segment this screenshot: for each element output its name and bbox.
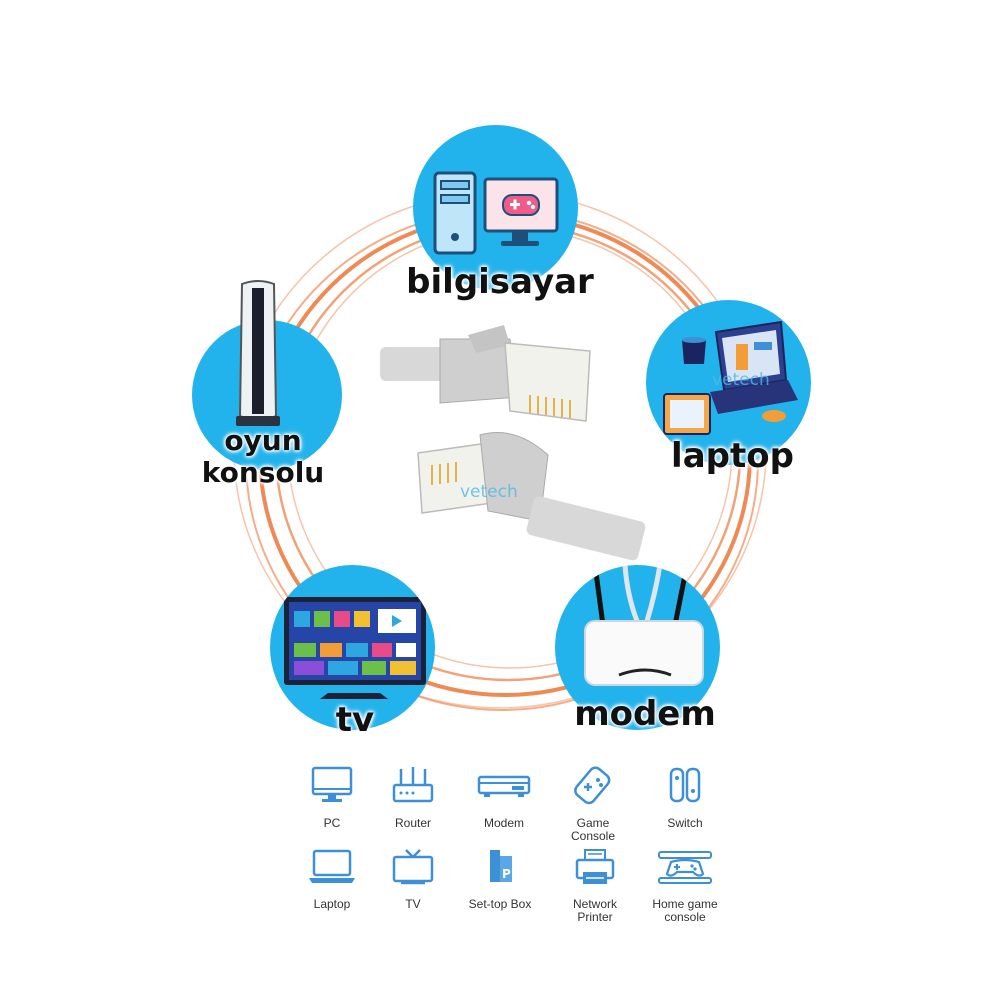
compat-item-router: Router	[363, 765, 463, 830]
tv-circle	[270, 565, 435, 730]
console-label-line1: oyun	[224, 424, 302, 457]
playstation-console-icon	[236, 280, 280, 426]
smart-tv-icon	[284, 597, 426, 699]
compat-label-game-console: Game Console	[570, 816, 616, 843]
switch-icon	[669, 767, 701, 803]
compat-label-modem: Modem	[483, 816, 524, 830]
compat-item-laptop: Laptop	[282, 848, 382, 911]
compat-item-home-game-console: Home game console	[635, 848, 735, 924]
computer-icon	[433, 171, 559, 255]
home-console-icon	[658, 851, 712, 884]
printer-icon	[575, 849, 615, 884]
watermark-center: vetech	[460, 482, 518, 502]
pc-label: bilgisayar	[406, 262, 594, 302]
tv-label: tv	[335, 700, 375, 734]
router-icon	[392, 767, 434, 803]
pc-icon	[311, 766, 353, 802]
compat-item-modem: Modem	[454, 765, 554, 830]
compat-label-laptop: Laptop	[313, 897, 351, 911]
laptop-icon	[309, 849, 355, 883]
compat-label-router: Router	[394, 816, 432, 830]
compat-label-tv: TV	[405, 897, 421, 911]
svg-text:P: P	[502, 867, 511, 881]
compat-item-tv: TV	[363, 848, 463, 911]
laptop-label: laptop	[671, 436, 794, 476]
compat-label-home-game-console: Home game console	[652, 897, 718, 924]
router-device-icon	[584, 565, 704, 686]
compat-label-set-top-box: Set-top Box	[468, 897, 532, 911]
compat-label-switch: Switch	[667, 816, 703, 830]
watermark-top: vetech	[712, 370, 770, 390]
tv-icon	[392, 849, 434, 885]
pc-circle	[413, 125, 578, 290]
compat-item-pc: PC	[282, 765, 382, 830]
compat-label-network-printer: Network Printer	[572, 897, 617, 924]
modem-icon	[477, 775, 531, 797]
modem-circle	[555, 565, 720, 730]
laptop-circle	[646, 300, 811, 465]
console-label-line2: konsolu	[201, 456, 325, 489]
compat-item-switch: Switch	[635, 765, 735, 830]
compat-label-pc: PC	[323, 816, 341, 830]
modem-label: modem	[574, 694, 716, 734]
gamepad-icon	[574, 766, 611, 805]
compat-item-network-printer: Network Printer	[545, 848, 645, 924]
compat-item-set-top-box: P Set-top Box	[450, 848, 550, 911]
ethernet-cable-image	[380, 325, 646, 561]
settop-box-icon: P	[490, 850, 512, 882]
compat-item-game-console: Game Console	[543, 765, 643, 843]
laptop-scene-icon	[663, 320, 798, 435]
